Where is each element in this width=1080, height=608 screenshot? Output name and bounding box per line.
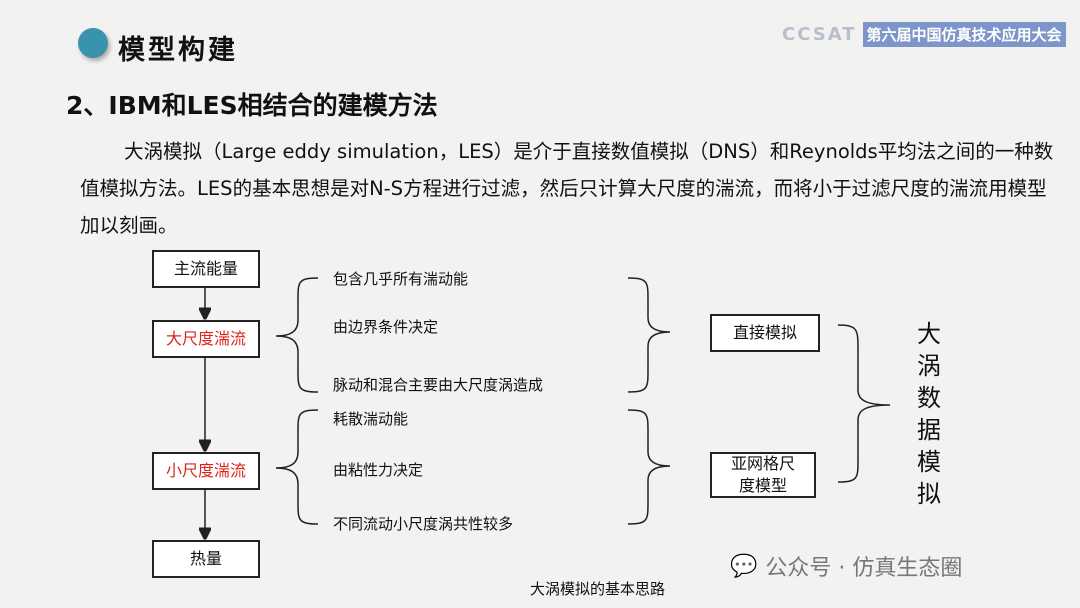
- box-heat: 热量: [152, 540, 260, 578]
- right-brace-small: [627, 409, 671, 525]
- box-large-eddy: 大尺度湍流: [152, 320, 260, 358]
- box-direct-sim: 直接模拟: [710, 314, 820, 352]
- large-prop: 由边界条件决定: [333, 318, 439, 336]
- brace-les: [837, 324, 891, 483]
- small-prop: 不同流动小尺度涡共性较多: [333, 515, 514, 533]
- subtitle: 2、IBM和LES相结合的建模方法: [66, 91, 438, 120]
- section-title: 模型构建: [118, 35, 238, 66]
- diagram-caption: 大涡模拟的基本思路: [529, 580, 665, 598]
- watermark: 💬 公众号 · 仿真生态圈: [730, 550, 962, 582]
- box-small-eddy: 小尺度湍流: [152, 452, 260, 490]
- small-prop: 耗散湍动能: [333, 410, 409, 428]
- wechat-icon: 💬: [730, 553, 758, 579]
- box-subgrid-model: 亚网格尺度模型: [710, 452, 816, 498]
- logo-abbr: CCSAT: [782, 24, 857, 45]
- les-vertical-label: 大涡数据模拟: [917, 320, 941, 508]
- right-brace-large: [627, 277, 671, 393]
- box-main-energy: 主流能量: [152, 250, 260, 288]
- section-bullet-icon: [78, 28, 108, 58]
- left-brace-small: [275, 409, 319, 525]
- small-prop: 由粘性力决定: [333, 461, 424, 479]
- conference-logo: CCSAT 第六届中国仿真技术应用大会: [782, 22, 1066, 47]
- logo-title: 第六届中国仿真技术应用大会: [862, 22, 1066, 47]
- large-prop: 脉动和混合主要由大尺度涡造成: [333, 376, 544, 394]
- left-brace-large: [275, 277, 319, 393]
- large-prop: 包含几乎所有湍动能: [333, 270, 469, 288]
- watermark-text: 公众号 · 仿真生态圈: [765, 556, 963, 581]
- intro-paragraph: 大涡模拟（Large eddy simulation，LES）是介于直接数值模拟…: [80, 140, 1054, 237]
